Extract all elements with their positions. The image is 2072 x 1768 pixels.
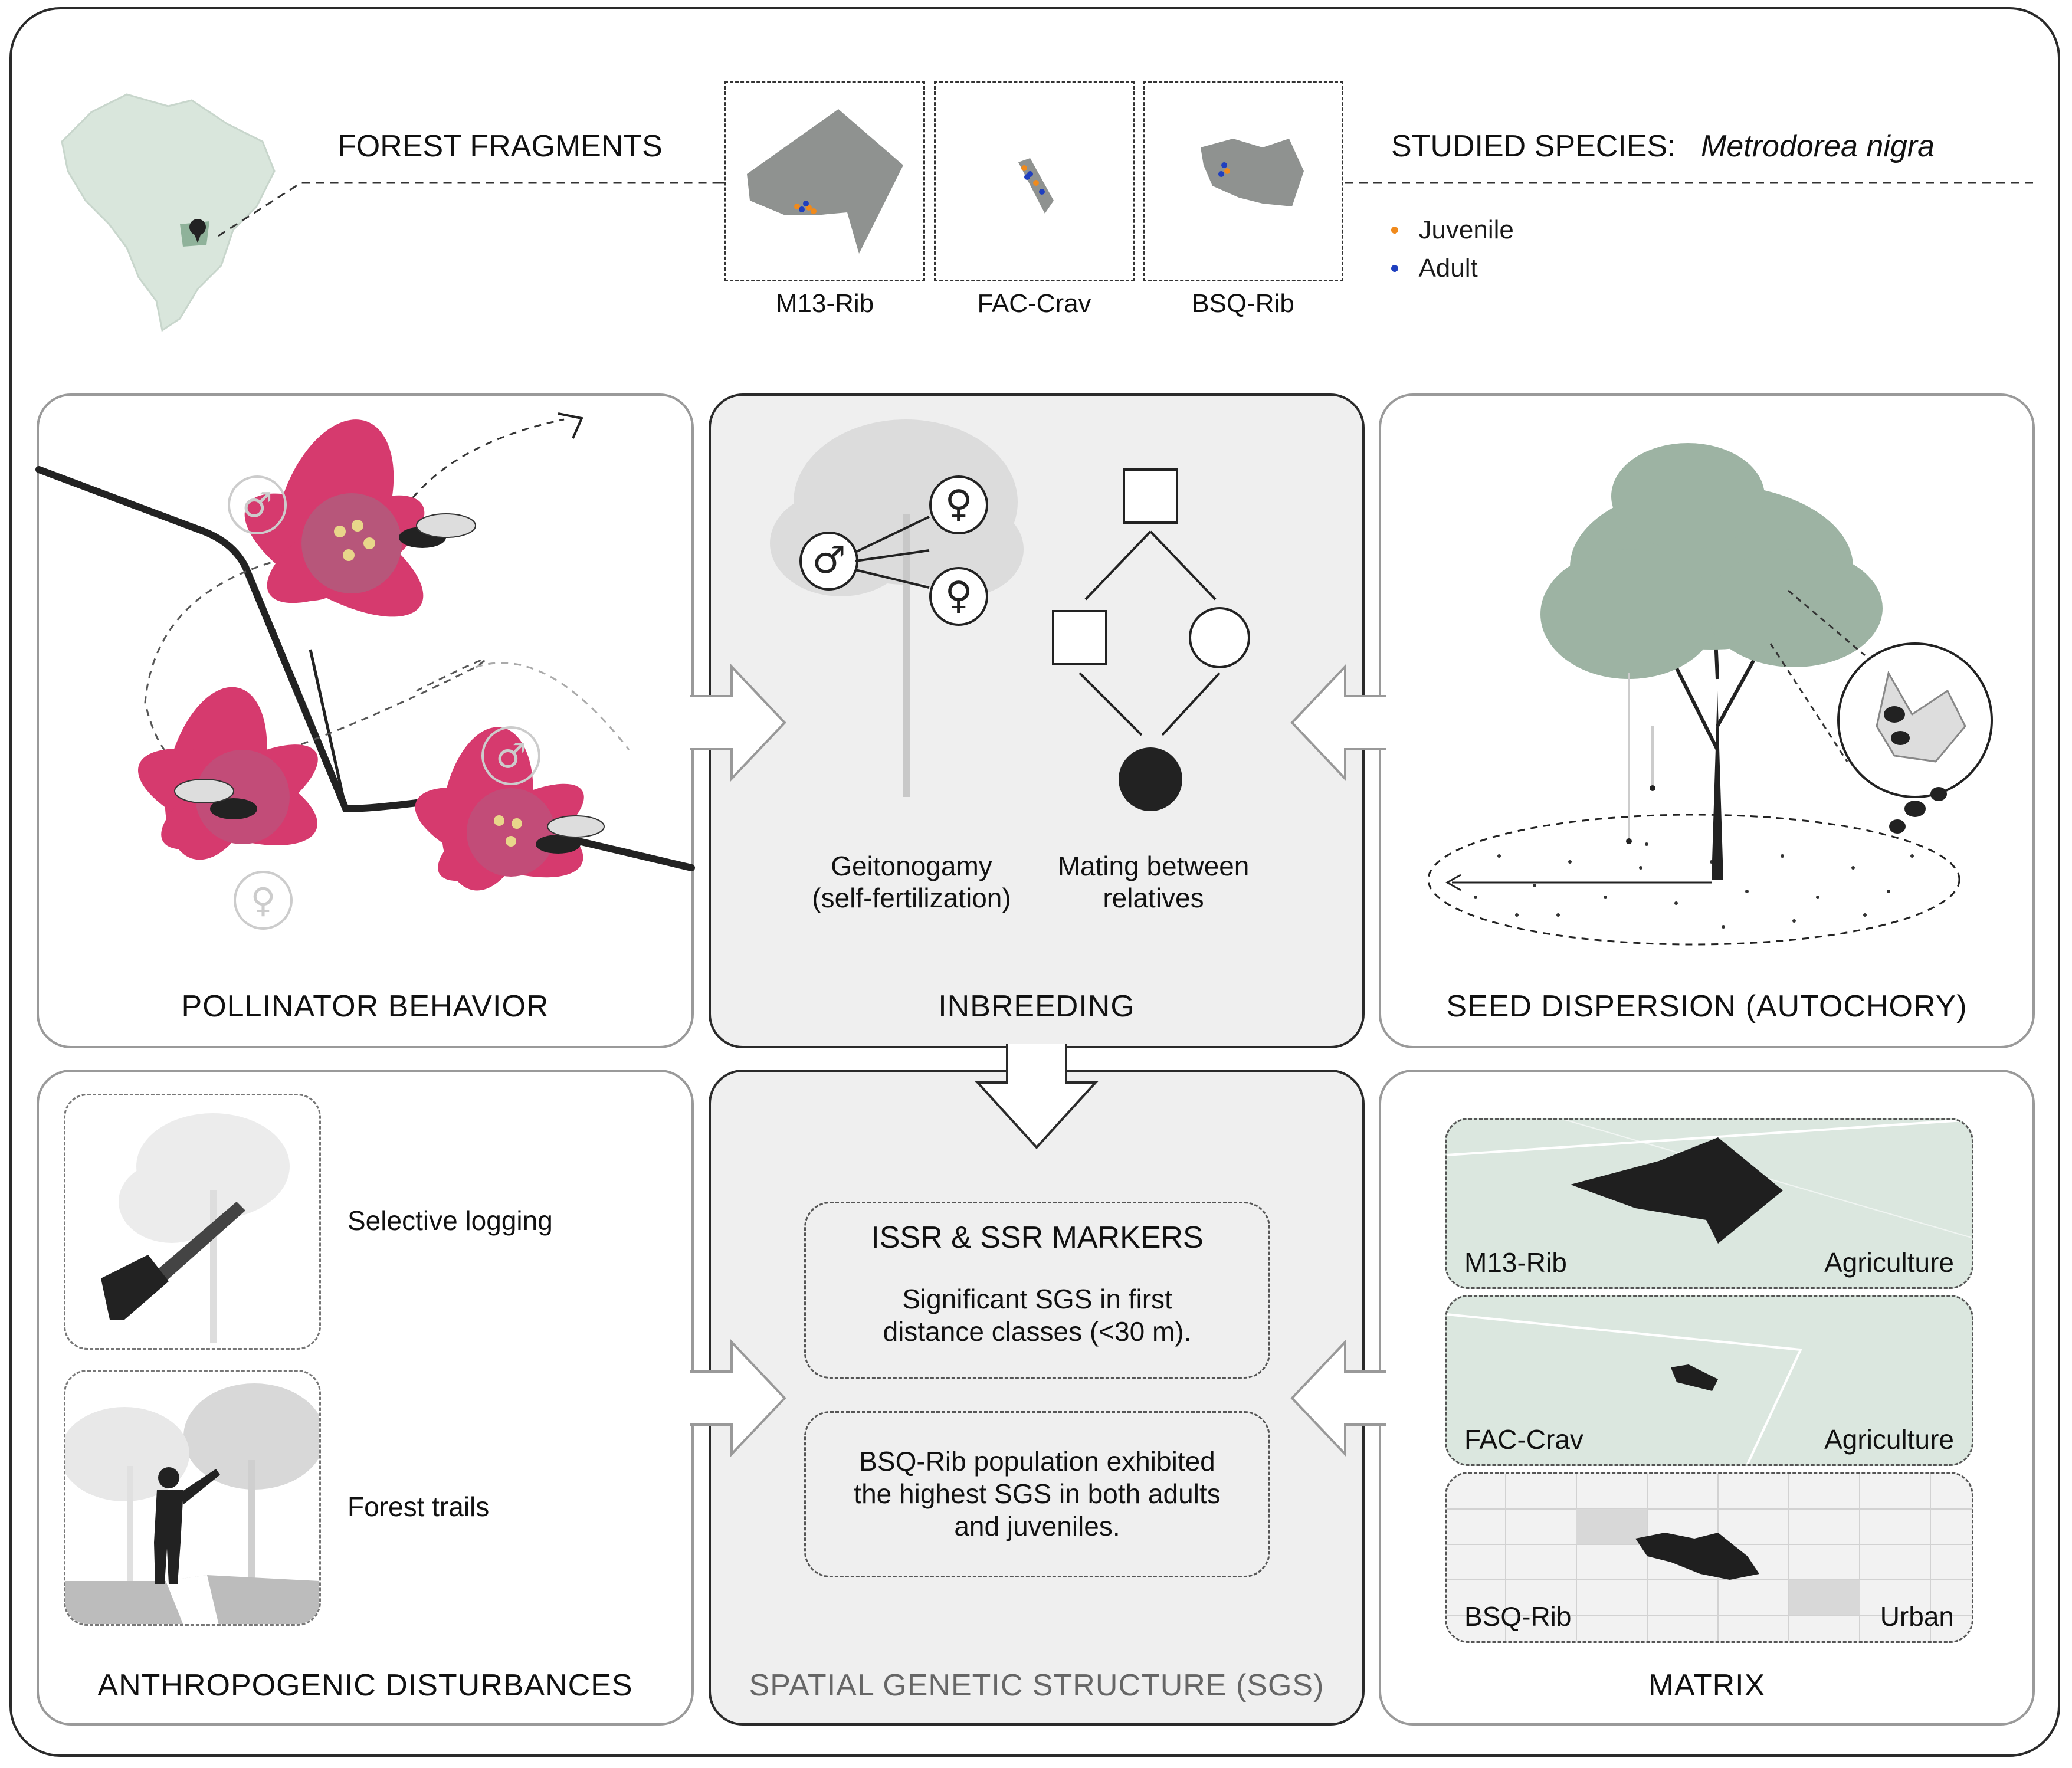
fragment-box-m13	[724, 81, 925, 281]
svg-text:♂: ♂	[242, 485, 273, 525]
matrix-map-m13: M13-Rib Agriculture	[1445, 1118, 1973, 1289]
m13-matrix-illustration	[1447, 1120, 1972, 1244]
chainsaw-icon	[101, 1202, 245, 1320]
panel-spatial-genetic-structure: ISSR & SSR MARKERS Significant SGS in fi…	[709, 1070, 1365, 1726]
matrix-bsq-type: Urban	[1880, 1601, 1954, 1632]
fragment-box-fac	[934, 81, 1135, 281]
legend-juvenile-dot	[1391, 227, 1398, 234]
legend-juvenile: Juvenile	[1391, 215, 1514, 245]
logging-card	[64, 1094, 321, 1350]
pollinator-illustration: ♂ ♂ ♀	[35, 412, 695, 930]
studied-species-heading: STUDIED SPECIES: Metrodorea nigra	[1391, 129, 1935, 164]
geitonogamy-line1: Geitonogamy	[831, 851, 992, 881]
fragment-shape-m13	[747, 109, 903, 254]
geitonogamy-line2: (self-fertilization)	[812, 883, 1011, 913]
legend-juvenile-label: Juvenile	[1418, 215, 1514, 244]
matrix-map-fac: FAC-Crav Agriculture	[1445, 1295, 1973, 1466]
markers-title: ISSR & SSR MARKERS	[871, 1221, 1204, 1255]
chainsaw-illustration	[101, 1113, 290, 1343]
panel-pollinator-behavior: ♂ ♂ ♀ POLLINATOR BEHAVIOR	[35, 393, 695, 1048]
trails-label: Forest trails	[347, 1491, 490, 1522]
geitonogamy-diagram	[799, 475, 988, 626]
seed-dispersion-title: SEED DISPERSION (AUTOCHORY)	[1446, 989, 1968, 1024]
matrix-m13-type: Agriculture	[1824, 1247, 1954, 1278]
pollinator-title: POLLINATOR BEHAVIOR	[181, 989, 549, 1024]
legend-adult-dot	[1391, 265, 1398, 272]
inbreeding-title: INBREEDING	[938, 989, 1135, 1024]
panel-seed-dispersion: SEED DISPERSION (AUTOCHORY)	[1379, 393, 2035, 1048]
arrow-matrix-to-sgs	[1290, 1339, 1386, 1458]
flower-1-icon	[244, 419, 425, 617]
panel-inbreeding: ♂ ♀ ♀ Geitonogamy (self-fertilization) M…	[709, 393, 1365, 1048]
svg-text:♀: ♀	[251, 880, 276, 920]
fragment-shape-fac	[1018, 158, 1054, 214]
mating-line2: relatives	[1103, 883, 1204, 913]
anthropogenic-title: ANTHROPOGENIC DISTURBANCES	[97, 1668, 633, 1703]
logging-label: Selective logging	[347, 1205, 553, 1236]
trail-illustration	[65, 1383, 319, 1624]
arrow-anthropogenic-to-sgs	[690, 1339, 786, 1458]
matrix-fac-type: Agriculture	[1824, 1424, 1954, 1455]
brazil-map	[61, 93, 276, 332]
svg-text:♀: ♀	[945, 483, 973, 526]
svg-text:♂: ♂	[812, 539, 845, 582]
fragment-shape-bsq	[1201, 139, 1304, 206]
pedigree-diagram	[1052, 468, 1250, 811]
bsq-result-line1: BSQ-Rib population exhibited	[859, 1446, 1215, 1477]
legend-adult: Adult	[1391, 254, 1478, 283]
fragment-label-bsq: BSQ-Rib	[1192, 289, 1294, 318]
matrix-title: MATRIX	[1648, 1668, 1766, 1703]
forest-fragments-heading: FOREST FRAGMENTS	[337, 129, 663, 163]
seed-dispersion-illustration	[1427, 443, 1993, 946]
markers-text-line2: distance classes (<30 m).	[883, 1316, 1192, 1347]
inbreeding-illustration: ♂ ♀ ♀	[770, 419, 1250, 811]
fruit-detail-icon	[1769, 589, 1993, 834]
sgs-title: SPATIAL GENETIC STRUCTURE (SGS)	[749, 1668, 1324, 1703]
fly-icon	[174, 513, 605, 854]
svg-text:♂: ♂	[496, 736, 526, 776]
arrow-pollinator-to-inbreeding	[690, 663, 786, 782]
panel-matrix: M13-Rib Agriculture FAC-Crav Agriculture…	[1379, 1070, 2035, 1726]
flower-3-icon	[415, 727, 584, 891]
panel-anthropogenic-disturbances: Selective logging Forest trails ANTHROPO…	[37, 1070, 694, 1726]
figure-frame	[9, 7, 2060, 1757]
markers-box: ISSR & SSR MARKERS Significant SGS in fi…	[804, 1202, 1270, 1379]
bsq-result-box: BSQ-Rib population exhibited the highest…	[804, 1411, 1270, 1577]
matrix-map-bsq: BSQ-Rib Urban	[1445, 1472, 1973, 1643]
fragment-label-m13: M13-Rib	[775, 289, 874, 318]
bsq-result-line3: and juveniles.	[954, 1511, 1120, 1541]
matrix-fac-name: FAC-Crav	[1464, 1424, 1583, 1455]
trails-card	[64, 1370, 321, 1626]
legend-adult-label: Adult	[1418, 254, 1478, 283]
matrix-bsq-name: BSQ-Rib	[1464, 1601, 1572, 1632]
person-icon	[154, 1467, 220, 1584]
studied-species-prefix: STUDIED SPECIES:	[1391, 129, 1676, 163]
mating-relatives-label: Mating between relatives	[1030, 850, 1277, 914]
fragment-label-fac: FAC-Crav	[977, 289, 1091, 318]
geitonogamy-label: Geitonogamy (self-fertilization)	[782, 850, 1041, 914]
ground-dots	[1474, 842, 1914, 929]
markers-text-line1: Significant SGS in first	[902, 1284, 1172, 1314]
matrix-m13-name: M13-Rib	[1464, 1247, 1567, 1278]
mating-line1: Mating between	[1057, 851, 1250, 881]
arrow-seed-to-inbreeding	[1290, 663, 1386, 782]
fragment-box-bsq	[1143, 81, 1343, 281]
bsq-matrix-illustration	[1447, 1474, 1972, 1641]
arrow-inbreeding-to-sgs	[975, 1044, 1099, 1149]
tree-icon	[1540, 443, 1883, 880]
species-name: Metrodorea nigra	[1701, 129, 1935, 163]
svg-text:♀: ♀	[945, 574, 973, 618]
fac-matrix-illustration	[1447, 1313, 1802, 1464]
female-symbol-icon: ♀	[234, 871, 293, 930]
bsq-result-line2: the highest SGS in both adults	[854, 1478, 1221, 1509]
male-symbol-icon: ♂ ♂	[228, 475, 540, 785]
